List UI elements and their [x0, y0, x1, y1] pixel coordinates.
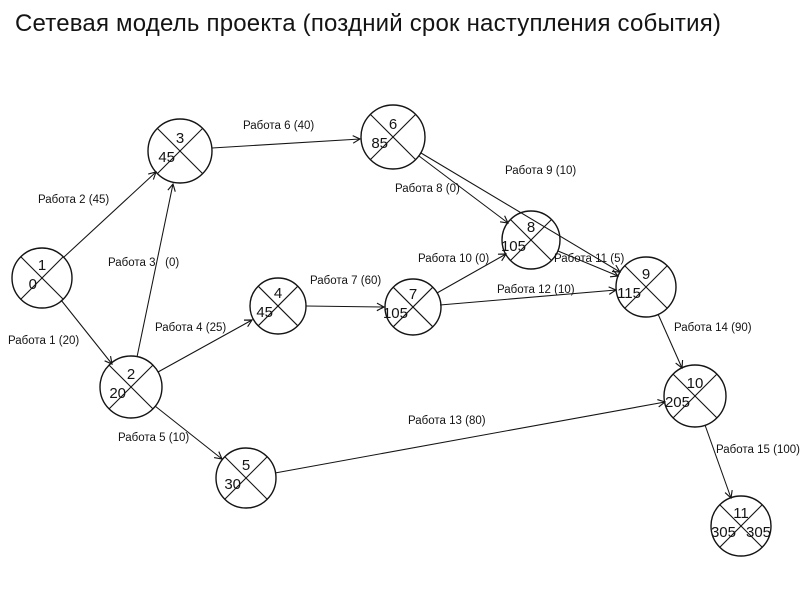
- late-time-value: 30: [224, 476, 241, 493]
- event-number: 10: [687, 375, 704, 392]
- event-node-5: 530: [215, 447, 277, 509]
- work-label: Работа 13 (80): [408, 415, 486, 427]
- work-label: Работа 7 (60): [310, 275, 381, 287]
- event-node-6: 685: [360, 104, 426, 170]
- event-node-1: 10: [11, 247, 73, 309]
- work-label: Работа 10 (0): [418, 253, 489, 265]
- event-number: 8: [527, 219, 535, 236]
- sector-divider: [369, 113, 417, 161]
- work-arrow: [60, 299, 113, 365]
- sector-divider: [392, 286, 434, 328]
- work-label: Работа 2 (45): [38, 194, 109, 206]
- late-time-value: 115: [617, 285, 641, 302]
- work-edge-7-8: Работа 10 (0): [418, 253, 508, 294]
- work-label: Работа 3 (0): [108, 257, 179, 269]
- page-title: Сетевая модель проекта (поздний срок нас…: [15, 10, 722, 37]
- work-arrow: [439, 286, 618, 306]
- work-label: Работа 5 (10): [118, 432, 189, 444]
- work-edge-1-2: Работа 1 (20): [8, 299, 113, 365]
- work-edge-7-9: Работа 12 (10): [439, 284, 618, 306]
- work-label: Работа 6 (40): [243, 120, 314, 132]
- work-edge-6-9: Работа 9 (10): [420, 152, 622, 273]
- event-number: 4: [274, 285, 282, 302]
- sector-divider: [719, 504, 763, 548]
- work-edge-10-11: Работа 15 (100): [704, 424, 800, 500]
- sector-divider: [624, 265, 668, 309]
- event-node-3: 345: [147, 118, 213, 184]
- event-number: 7: [409, 286, 417, 303]
- sector-divider: [156, 127, 204, 175]
- sector-divider: [108, 364, 154, 410]
- event-number: 9: [642, 266, 650, 283]
- work-arrow: [557, 250, 620, 278]
- event-number: 5: [242, 457, 250, 474]
- late-time-value: 45: [256, 304, 273, 321]
- work-arrow: [63, 171, 157, 258]
- work-label: Работа 8 (0): [395, 183, 460, 195]
- late-time-value: 0: [29, 276, 37, 293]
- work-arrow: [157, 319, 254, 373]
- work-arrow: [211, 135, 362, 149]
- work-edge-3-6: Работа 6 (40): [211, 120, 362, 149]
- sector-divider: [257, 285, 299, 327]
- event-node-4: 445: [249, 277, 307, 335]
- work-edge-4-7: Работа 7 (60): [305, 275, 386, 312]
- work-edge-2-5: Работа 5 (10): [118, 405, 223, 460]
- event-node-2: 220: [99, 355, 163, 419]
- work-arrow: [436, 253, 508, 294]
- event-number: 11: [733, 505, 749, 522]
- sector-divider: [20, 256, 64, 300]
- work-arrow: [274, 399, 667, 474]
- work-label: Работа 14 (90): [674, 322, 752, 334]
- work-label: Работа 12 (10): [497, 284, 575, 296]
- work-arrow: [305, 302, 386, 312]
- late-time-value: 20: [109, 385, 126, 402]
- work-label: Работа 9 (10): [505, 165, 576, 177]
- work-label: Работа 15 (100): [716, 444, 800, 456]
- event-number: 6: [389, 116, 397, 133]
- work-arrow: [657, 313, 684, 370]
- right-sector-value: 305: [746, 524, 771, 541]
- late-time-value: 105: [383, 305, 408, 322]
- work-edge-2-4: Работа 4 (25): [155, 319, 254, 373]
- work-label: Работа 1 (20): [8, 335, 79, 347]
- late-time-value: 85: [371, 135, 388, 152]
- late-time-value: 205: [665, 394, 690, 411]
- event-number: 2: [127, 366, 135, 383]
- late-time-value: 45: [158, 149, 175, 166]
- work-edge-9-10: Работа 14 (90): [657, 313, 752, 370]
- work-label: Работа 11 (5): [554, 253, 625, 265]
- sector-divider: [510, 219, 552, 261]
- event-node-11: 11 305 305: [710, 495, 772, 557]
- work-arrow: [154, 405, 223, 460]
- event-number: 3: [176, 130, 184, 147]
- work-edge-2-3: Работа 3 (0): [108, 182, 179, 358]
- work-arrow: [136, 182, 176, 358]
- sector-divider: [672, 373, 718, 419]
- sector-divider: [224, 456, 268, 500]
- late-time-value: 305: [711, 524, 736, 541]
- work-edge-8-9: Работа 11 (5): [554, 250, 625, 278]
- work-arrow: [418, 155, 509, 224]
- work-arrow: [704, 424, 733, 500]
- work-edge-1-3: Работа 2 (45): [38, 171, 157, 258]
- late-time-value: 105: [501, 238, 526, 255]
- work-arrow: [420, 152, 622, 273]
- work-edge-6-8: Работа 8 (0): [395, 155, 509, 224]
- event-number: 1: [38, 257, 46, 274]
- work-edge-5-10: Работа 13 (80): [274, 399, 667, 474]
- work-label: Работа 4 (25): [155, 322, 226, 334]
